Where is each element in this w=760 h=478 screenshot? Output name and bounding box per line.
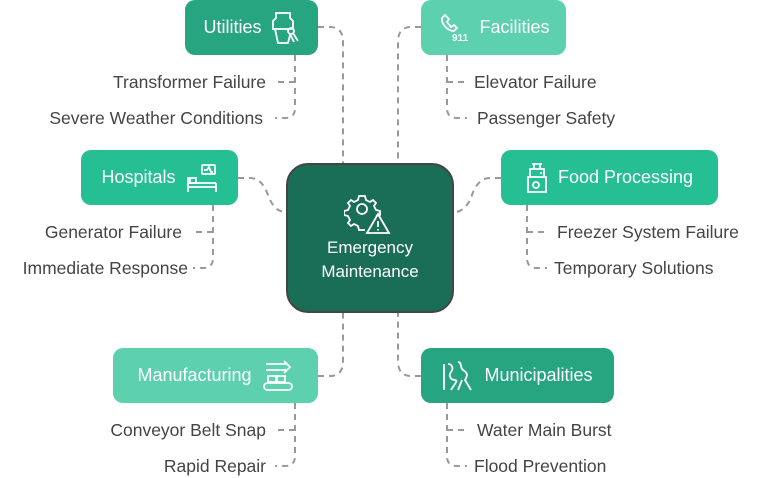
list-item: Generator Failure [44,222,182,242]
branch-utilities[interactable]: Utilities [185,0,318,55]
connector-manufacturing [318,313,344,377]
list-item: Conveyor Belt Snap [110,420,266,440]
svg-text:911: 911 [452,33,469,43]
center-title-line1: Emergency [327,238,413,257]
food-processor-icon [527,162,547,193]
branch-label: Food Processing [557,167,694,187]
center-title-line2: Maintenance [321,262,419,281]
branch-label: Facilities [479,17,550,37]
branch-manufacturing[interactable]: Manufacturing [113,348,318,403]
branch-municipalities[interactable]: Municipalities [421,348,614,403]
gear-warning-icon [344,195,391,234]
connector-utilities [318,26,344,163]
branch-food-processing[interactable]: Food Processing [501,150,718,205]
branch-label: Municipalities [484,365,593,385]
conveyor-belt-icon [262,359,293,391]
connector-municipalities [397,313,421,377]
connector-food [453,177,501,213]
branch-label: Hospitals [101,167,176,187]
list-item: Transformer Failure [113,72,266,92]
phone-911-icon: 911 [441,13,469,43]
list-item: Passenger Safety [477,108,616,128]
list-item: Flood Prevention [474,456,607,476]
branch-hospitals[interactable]: Hospitals [81,150,238,205]
branch-label: Manufacturing [137,365,252,385]
list-item: Severe Weather Conditions [49,108,263,128]
list-item: Freezer System Failure [557,222,739,242]
utility-worker-icon [271,11,299,44]
connector-hospitals [238,177,287,213]
hospital-bed-icon [186,163,217,192]
branch-label: Utilities [203,17,262,37]
list-item: Immediate Response [22,258,188,278]
center-node: Emergency Maintenance [286,163,454,313]
list-item: Elevator Failure [474,72,597,92]
branch-facilities[interactable]: 911 Facilities [421,0,566,55]
list-item: Water Main Burst [477,420,612,440]
list-item: Temporary Solutions [554,258,714,278]
connector-facilities [397,26,421,163]
list-item: Rapid Repair [163,456,266,476]
pipes-icon [443,360,473,390]
